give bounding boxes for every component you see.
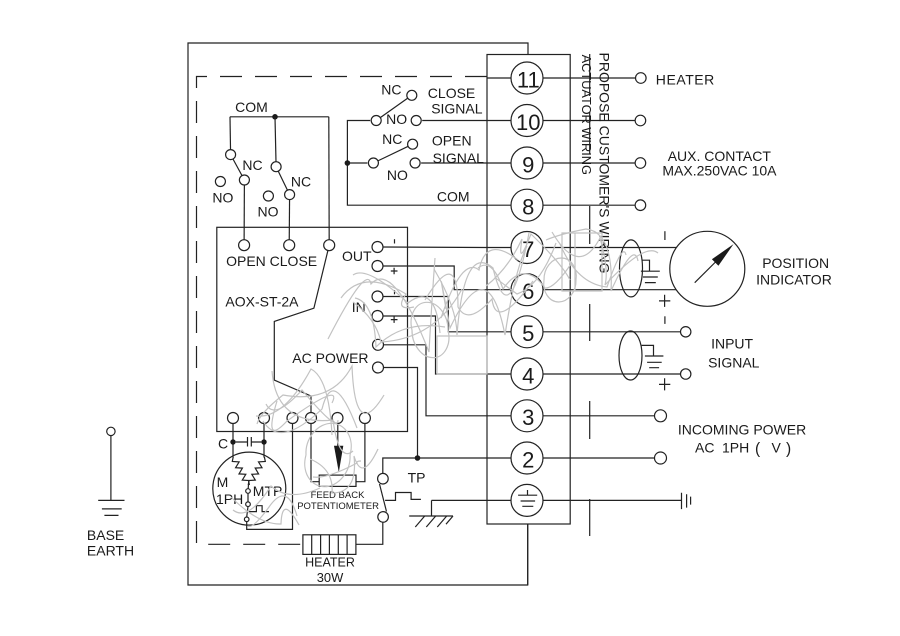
svg-text:OPEN CLOSE: OPEN CLOSE — [226, 253, 317, 269]
svg-text:3: 3 — [522, 405, 534, 430]
svg-text:FEED BACK: FEED BACK — [311, 490, 366, 501]
svg-text:EARTH: EARTH — [87, 543, 134, 559]
svg-text:9: 9 — [522, 152, 534, 177]
svg-text:7: 7 — [522, 237, 534, 262]
svg-text:HEATER: HEATER — [656, 72, 715, 88]
svg-text:NC: NC — [242, 157, 262, 173]
svg-text:NO: NO — [387, 167, 408, 183]
svg-text:AC POWER: AC POWER — [292, 350, 368, 366]
svg-text:OUT: OUT — [342, 248, 372, 264]
svg-text:NC: NC — [291, 174, 311, 190]
svg-text:SIGNAL: SIGNAL — [708, 354, 760, 370]
svg-text:V: V — [772, 440, 782, 456]
svg-text:HEATER: HEATER — [305, 556, 355, 570]
svg-text:4: 4 — [522, 363, 534, 388]
svg-text:NC: NC — [382, 131, 402, 147]
svg-text:PROPOSE CUSTOMER'S WIRING: PROPOSE CUSTOMER'S WIRING — [597, 53, 613, 274]
svg-text:SIGNAL: SIGNAL — [431, 100, 483, 116]
svg-text:M: M — [217, 474, 229, 490]
svg-text:): ) — [786, 441, 791, 458]
svg-text:(: ( — [755, 441, 761, 458]
svg-text:11: 11 — [517, 67, 540, 92]
svg-text:C: C — [218, 435, 228, 451]
svg-text:AOX-ST-2A: AOX-ST-2A — [225, 293, 299, 309]
svg-text:10: 10 — [516, 110, 540, 135]
svg-text:1PH: 1PH — [722, 440, 749, 456]
svg-text:ACTUATOR WIRING: ACTUATOR WIRING — [579, 55, 594, 175]
svg-text:8: 8 — [522, 195, 534, 220]
svg-text:SIGNAL: SIGNAL — [433, 150, 485, 166]
svg-text:NO: NO — [386, 111, 407, 127]
svg-text:INDICATOR: INDICATOR — [756, 271, 832, 287]
svg-text:BASE: BASE — [87, 527, 124, 543]
svg-text:6: 6 — [522, 279, 534, 304]
svg-text:CLOSE: CLOSE — [428, 85, 475, 101]
svg-text:POSITION: POSITION — [762, 255, 829, 271]
svg-text:COM: COM — [437, 189, 470, 205]
svg-text:INPUT: INPUT — [711, 335, 753, 351]
svg-text:INCOMING POWER: INCOMING POWER — [678, 422, 806, 438]
svg-text:NC: NC — [381, 82, 401, 98]
svg-text:AUX. CONTACT: AUX. CONTACT — [668, 148, 772, 164]
svg-text:2: 2 — [522, 447, 534, 472]
svg-text:POTENTIOMETER: POTENTIOMETER — [297, 501, 379, 512]
svg-text:COM: COM — [235, 99, 268, 115]
svg-text:MAX.250VAC 10A: MAX.250VAC 10A — [662, 162, 777, 178]
svg-text:NO: NO — [258, 204, 279, 220]
svg-text:TP: TP — [408, 469, 426, 485]
svg-text:5: 5 — [522, 321, 534, 346]
svg-text:OPEN: OPEN — [432, 132, 472, 148]
svg-text:AC: AC — [695, 440, 714, 456]
svg-text:30W: 30W — [317, 570, 344, 585]
svg-text:NO: NO — [212, 190, 233, 206]
